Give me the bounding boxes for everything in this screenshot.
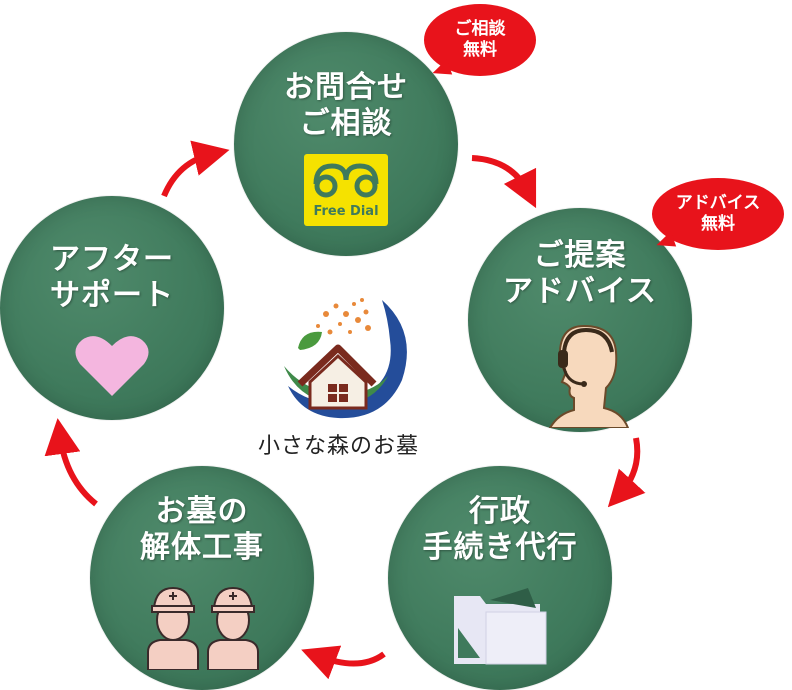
operator-headset-icon — [548, 324, 630, 428]
step-aftercare-line1: アフター — [50, 242, 174, 277]
badge-advice-line1: アドバイス — [675, 193, 761, 213]
worker-left-icon — [147, 586, 199, 670]
badge-consult-free: ご相談 無料 — [424, 4, 536, 76]
free-dial-symbol — [313, 163, 379, 198]
step-admin-line2: 手続き代行 — [422, 530, 578, 565]
heart-icon — [75, 336, 149, 396]
step-demolition-circle: お墓の 解体工事 — [90, 466, 314, 690]
logo-text: 小さな森のお墓 — [258, 434, 420, 459]
step-consult-circle: お問合せ ご相談 Free Dial — [234, 32, 458, 256]
step-admin-circle: 行政 手続き代行 — [388, 466, 612, 690]
free-dial-icon: Free Dial — [304, 154, 388, 226]
step-demolition-title: お墓の 解体工事 — [90, 494, 314, 566]
step-proposal-circle: ご提案 アドバイス — [468, 208, 692, 432]
step-consult-line2: ご相談 — [299, 106, 393, 141]
logo-dots — [316, 298, 371, 335]
step-admin-line1: 行政 — [469, 494, 531, 529]
step-aftercare-line2: サポート — [50, 278, 174, 313]
step-proposal-title: ご提案 アドバイス — [468, 238, 692, 310]
arrow-admin-to-demolition — [301, 645, 386, 680]
step-admin-title: 行政 手続き代行 — [388, 494, 612, 566]
worker-right-icon — [207, 586, 259, 670]
badge-advice-line2: 無料 — [701, 214, 735, 234]
badge-consult-line2: 無料 — [463, 40, 497, 60]
arrow-consult-to-proposal — [471, 155, 537, 209]
workers-helmet-icon — [147, 586, 259, 670]
step-consult-line1: お問合せ — [284, 70, 408, 105]
step-demolition-line1: お墓の — [155, 494, 249, 529]
step-proposal-line2: アドバイス — [502, 274, 658, 309]
badge-consult-line1: ご相談 — [454, 19, 506, 39]
house-leaf-logo — [284, 298, 407, 419]
step-aftercare-circle: アフター サポート — [0, 196, 224, 420]
step-demolition-line2: 解体工事 — [140, 530, 264, 565]
arrow-demolition-to-aftercare — [44, 418, 98, 507]
step-consult-title: お問合せ ご相談 — [234, 70, 458, 142]
arrow-proposal-to-admin — [607, 437, 646, 508]
arrow-aftercare-to-consult — [161, 140, 230, 198]
folder-icon — [454, 588, 547, 665]
step-aftercare-title: アフター サポート — [0, 242, 224, 314]
badge-advice-free: アドバイス 無料 — [652, 178, 784, 250]
step-proposal-line1: ご提案 — [533, 238, 627, 273]
free-dial-label: Free Dial — [313, 204, 379, 219]
